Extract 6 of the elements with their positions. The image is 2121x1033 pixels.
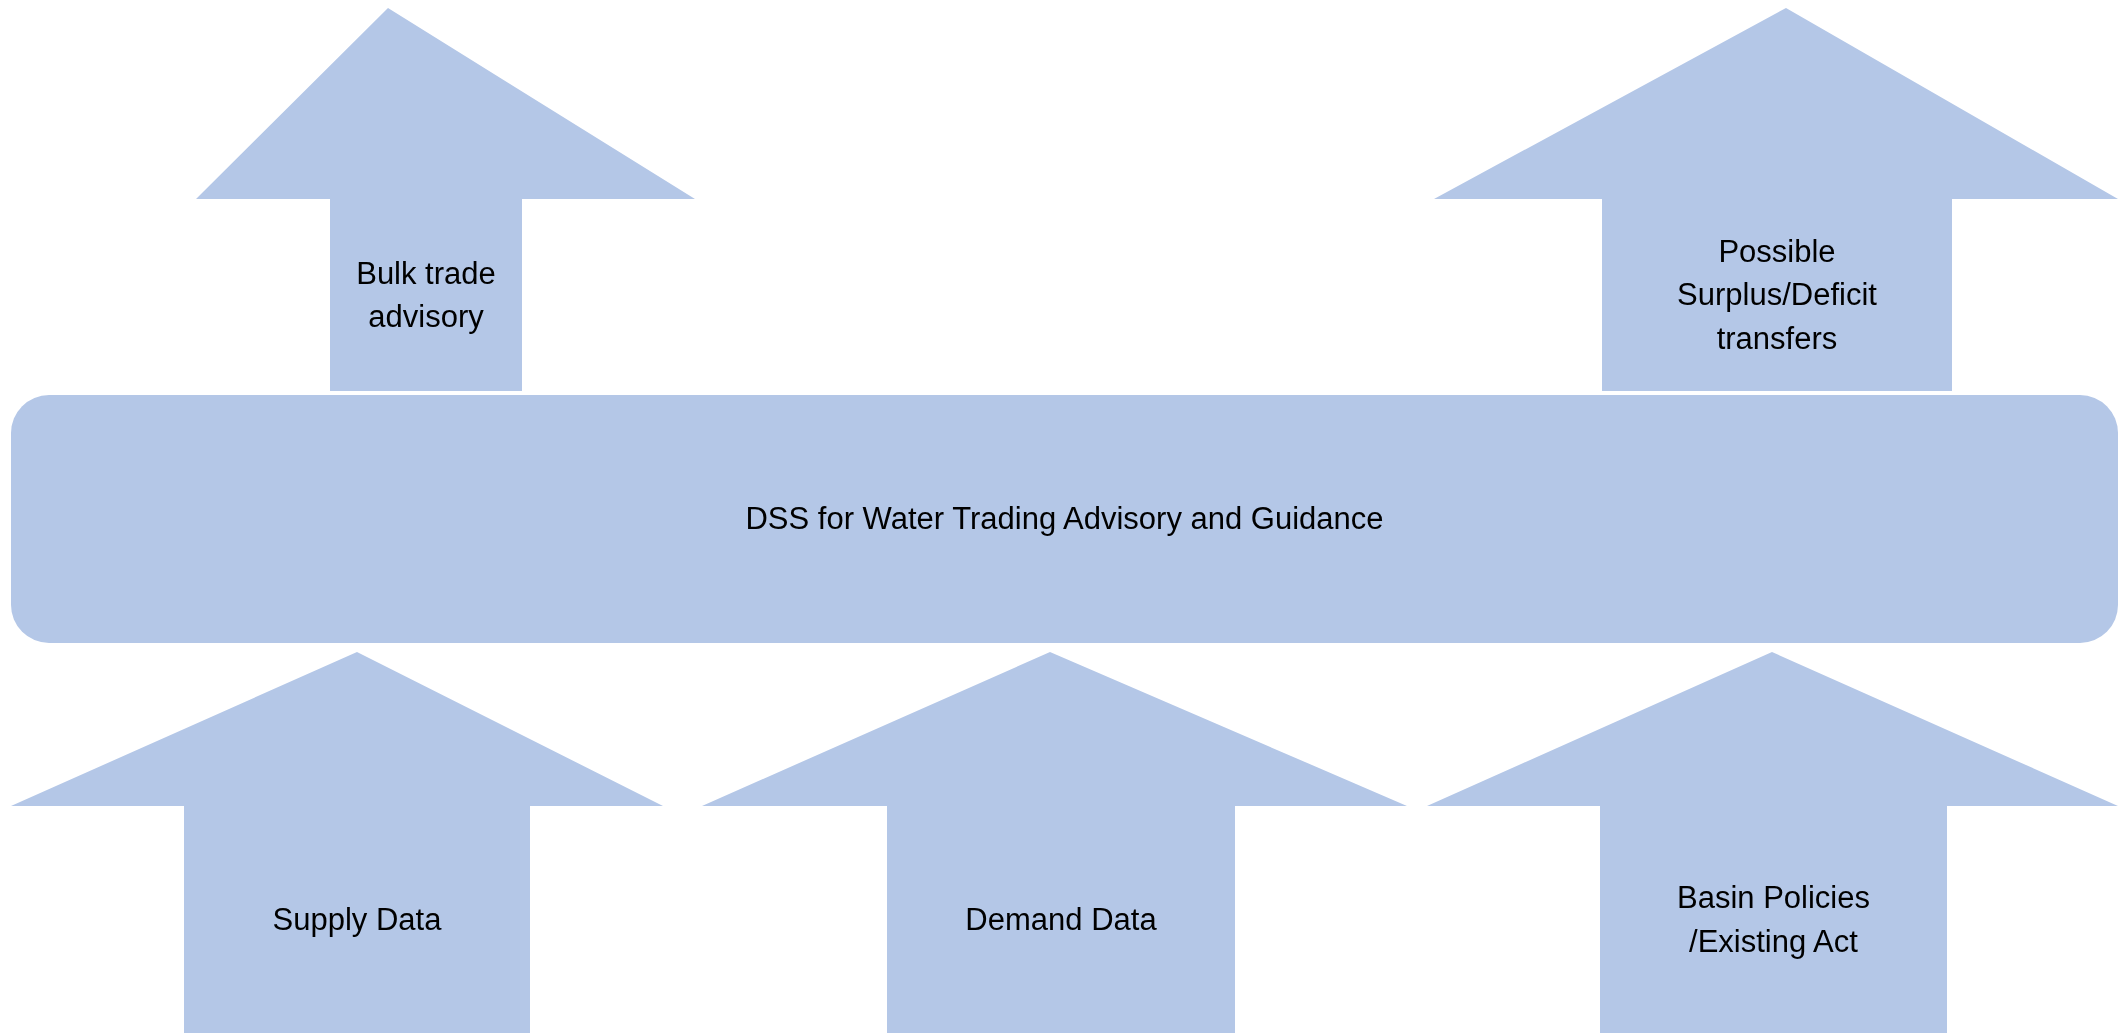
arrow-label: Possible Surplus/Deficit transfers	[1676, 232, 1878, 358]
arrow-label: Bulk trade advisory	[355, 254, 497, 336]
arrow-label: Basin Policies /Existing Act	[1676, 879, 1871, 961]
banner-label: DSS for Water Trading Advisory and Guidance	[745, 500, 1384, 539]
arrow-label: Demand Data	[965, 900, 1157, 939]
arrow-label: Supply Data	[272, 900, 442, 939]
